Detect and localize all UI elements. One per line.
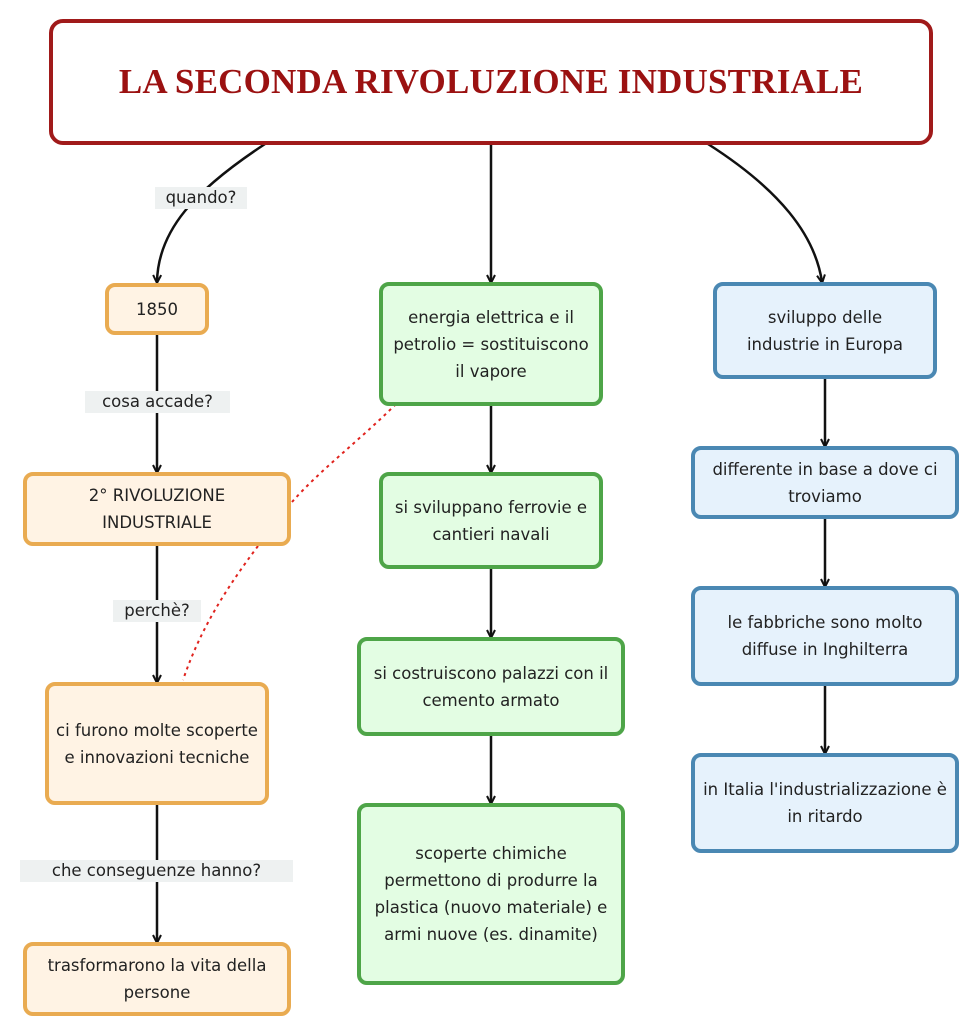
node-scoperte-innovazioni: ci furono molte scoperte e innovazioni t…	[45, 682, 269, 805]
node-italia: in Italia l'industrializzazione è in rit…	[691, 753, 959, 853]
node-differente-text: differente in base a dove ci troviamo	[712, 459, 938, 506]
node-sviluppo-industrie: sviluppo delle industrie in Europa	[713, 282, 937, 379]
node-energia-petrolio: energia elettrica e il petrolio = sostit…	[379, 282, 603, 406]
node-scoperte-innovazioni-text: ci furono molte scoperte e innovazioni t…	[56, 720, 258, 767]
node-ferrovie-text: si sviluppano ferrovie e cantieri navali	[394, 497, 588, 544]
node-cemento-armato-text: si costruiscono palazzi con il cemento a…	[373, 663, 609, 710]
edge-label-quando: quando?	[155, 187, 247, 209]
main-title: LA SECONDA RIVOLUZIONE INDUSTRIALE	[118, 62, 864, 101]
node-ferrovie: si sviluppano ferrovie e cantieri navali	[379, 472, 603, 569]
node-sviluppo-industrie-text: sviluppo delle industrie in Europa	[746, 307, 904, 354]
dotted-link-rivoluzione-scoperte	[182, 545, 259, 681]
node-1850-text: 1850	[136, 299, 178, 319]
arrow-title-to-sviluppo	[707, 142, 822, 282]
edge-label-cosa-accade: cosa accade?	[85, 391, 230, 413]
node-trasformarono-text: trasformarono la vita della persone	[47, 956, 267, 1002]
dotted-link-energia-rivoluzione	[291, 403, 397, 503]
node-1850: 1850	[105, 283, 209, 335]
node-scoperte-chimiche-text: scoperte chimiche permettono di produrre…	[374, 844, 608, 944]
edge-label-perche: perchè?	[113, 600, 201, 622]
node-italia-text: in Italia l'industrializzazione è in rit…	[703, 780, 947, 826]
node-fabbriche-text: le fabbriche sono molto diffuse in Inghi…	[727, 613, 923, 659]
node-scoperte-chimiche: scoperte chimiche permettono di produrre…	[357, 803, 625, 985]
node-seconda-rivoluzione: 2° RIVOLUZIONE INDUSTRIALE	[23, 472, 291, 546]
main-title-box: LA SECONDA RIVOLUZIONE INDUSTRIALE	[49, 19, 933, 145]
edge-label-conseguenze: che conseguenze hanno?	[20, 860, 293, 882]
node-trasformarono: trasformarono la vita della persone	[23, 942, 291, 1016]
node-energia-petrolio-text: energia elettrica e il petrolio = sostit…	[393, 307, 589, 381]
node-seconda-rivoluzione-text: 2° RIVOLUZIONE INDUSTRIALE	[88, 486, 226, 532]
node-fabbriche: le fabbriche sono molto diffuse in Inghi…	[691, 586, 959, 686]
node-cemento-armato: si costruiscono palazzi con il cemento a…	[357, 637, 625, 736]
node-differente: differente in base a dove ci troviamo	[691, 446, 959, 519]
arrow-title-to-1850	[157, 142, 266, 282]
